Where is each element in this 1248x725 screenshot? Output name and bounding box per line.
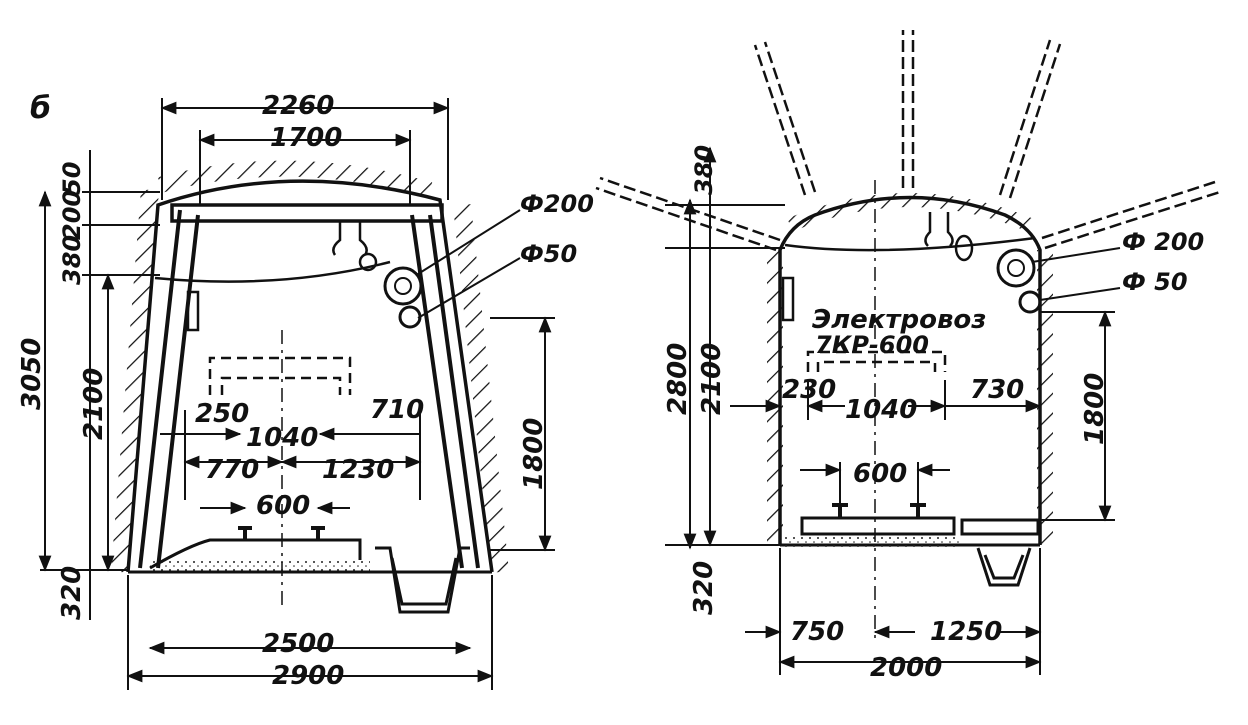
dim-380: 380 — [58, 235, 86, 285]
locomotive-model: 7КР-600 — [815, 331, 929, 359]
dim-2000: 2000 — [870, 653, 942, 683]
left-drainage-ditch — [375, 546, 470, 614]
right-track-bed — [800, 516, 956, 536]
right-rail-1 — [832, 503, 848, 518]
dim-600-left: 600 — [256, 491, 310, 521]
dim-1040-left: 1040 — [246, 423, 318, 453]
right-hooks — [924, 212, 954, 247]
pipe-label-50-right: Ф 50 — [1122, 268, 1188, 296]
lamp-icon — [358, 252, 378, 272]
right-locomotive-outline — [806, 350, 947, 372]
left-excavation-contour — [126, 179, 494, 573]
left-floor-ballast — [150, 560, 370, 572]
dim-1800-left: 1800 — [519, 418, 549, 490]
right-cross-section — [595, 30, 1221, 675]
dim-3050: 3050 — [17, 338, 47, 410]
left-pipe-200-icon — [383, 266, 423, 306]
right-dimension-lines — [665, 146, 1121, 675]
dim-1700: 1700 — [270, 123, 342, 153]
dim-250: 250 — [195, 399, 249, 429]
left-rail-2 — [311, 526, 325, 540]
dim-1800-right: 1800 — [1080, 373, 1110, 445]
right-arch-chord — [784, 236, 1036, 252]
right-rail-2 — [910, 503, 926, 518]
dim-1230: 1230 — [322, 455, 394, 485]
dim-1040-right: 1040 — [845, 395, 917, 425]
dim-230: 230 — [782, 375, 836, 405]
right-excavation-contour — [778, 195, 1042, 545]
right-cable-hanger — [781, 276, 795, 322]
figure-letter: б — [30, 91, 51, 126]
dim-730: 730 — [970, 375, 1024, 405]
right-pipe-50-icon — [1018, 290, 1042, 314]
right-lamp-icon — [954, 234, 974, 262]
left-hook-1 — [332, 222, 368, 256]
left-locomotive-outline — [208, 356, 352, 395]
dim-1250: 1250 — [930, 617, 1002, 647]
dim-50: 50 — [58, 162, 86, 195]
left-support-leg-right — [410, 214, 480, 569]
left-dimension-lines — [38, 98, 555, 690]
dim-2100-right: 2100 — [697, 343, 727, 415]
dim-200: 200 — [58, 190, 86, 240]
dim-320-right: 320 — [689, 561, 719, 615]
right-pipe-200-icon — [996, 248, 1036, 288]
left-labels: б 2260 1700 50 200 380 3050 2100 320 180… — [17, 91, 594, 691]
left-track-bed — [149, 538, 362, 570]
right-labels: 380 2800 2100 320 1800 Электровоз 7КР-60… — [663, 145, 1204, 683]
right-walkway — [960, 518, 1040, 536]
left-cap-beam — [170, 203, 444, 223]
left-cable-hanger — [186, 290, 200, 332]
left-rail-1 — [238, 526, 252, 540]
dim-2900: 2900 — [272, 661, 344, 691]
left-support-leg-left — [138, 209, 200, 569]
dim-2500: 2500 — [262, 629, 334, 659]
dim-2260: 2260 — [262, 91, 334, 121]
dim-750: 750 — [790, 617, 844, 647]
dim-600-right: 600 — [853, 459, 907, 489]
right-drainage-ditch — [976, 547, 1032, 587]
pipe-label-50-left: Ф50 — [520, 240, 577, 268]
pipe-label-200-right: Ф 200 — [1122, 228, 1204, 256]
locomotive-label: Электровоз — [812, 305, 986, 335]
left-pipe-50-icon — [398, 305, 422, 329]
dim-770: 770 — [205, 455, 259, 485]
pipe-label-200-left: Ф200 — [520, 190, 594, 218]
dim-380-right: 380 — [690, 145, 718, 195]
left-cross-section — [38, 98, 555, 690]
dim-2100-left: 2100 — [79, 368, 109, 440]
dim-2800: 2800 — [663, 343, 693, 415]
dim-710: 710 — [370, 395, 424, 425]
left-rock-hatching — [111, 160, 509, 573]
right-rock-bolts — [595, 30, 1221, 252]
dim-320-left: 320 — [57, 566, 87, 620]
